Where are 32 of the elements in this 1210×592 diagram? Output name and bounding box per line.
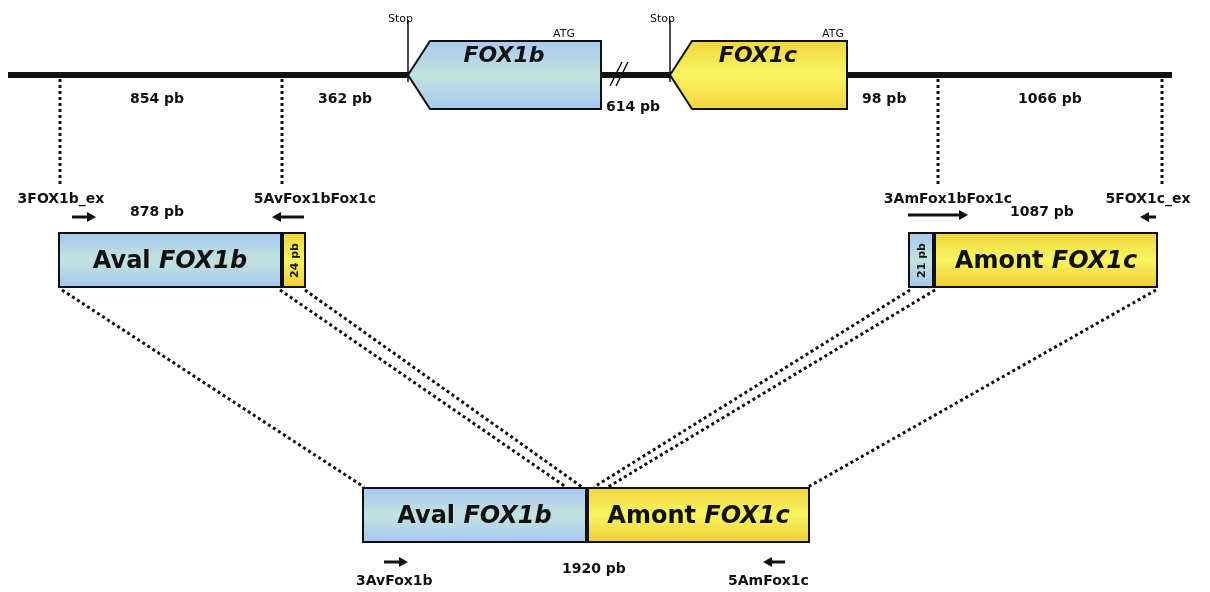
leader-line xyxy=(1160,78,1164,184)
spacer-segment: 21 pb xyxy=(908,232,934,288)
length-label: 854 pb xyxy=(130,90,185,106)
primer-name: 5AvFox1bFox1c xyxy=(240,188,390,208)
length-label: 614 pb xyxy=(606,98,661,114)
codon-label: ATG xyxy=(822,27,844,40)
stop-label: Stop xyxy=(650,12,675,25)
length-label: 362 pb xyxy=(318,90,373,106)
length-label: 1087 pb xyxy=(1010,203,1074,219)
spacer-segment: 24 pb xyxy=(282,232,306,288)
fragment-box: Aval FOX1b xyxy=(362,487,587,543)
primer-name: 3AvFox1b xyxy=(356,572,433,588)
leader-line xyxy=(936,78,940,184)
gene-arrow xyxy=(668,40,848,110)
connector-line xyxy=(807,288,1157,489)
gene-name: FOX1b xyxy=(462,42,546,68)
primer-name: 3FOX1b_ex xyxy=(6,188,116,208)
leader-line xyxy=(58,78,62,184)
fragment-box: Aval FOX1b xyxy=(58,232,282,288)
length-label: 1920 pb xyxy=(562,560,626,576)
gene-name: FOX1c xyxy=(717,42,799,68)
primer-name: 5AmFox1c xyxy=(728,572,809,588)
stop-label: Stop xyxy=(388,12,413,25)
length-label: 1066 pb xyxy=(1018,90,1082,106)
length-label: 878 pb xyxy=(130,203,185,219)
leader-line xyxy=(280,78,284,184)
length-label: 98 pb xyxy=(862,90,907,106)
gene-arrow xyxy=(406,40,602,110)
codon-label: ATG xyxy=(553,27,575,40)
fragment-box: Amont FOX1c xyxy=(934,232,1158,288)
primer-name: 5FOX1c_ex xyxy=(1092,188,1204,208)
fragment-box: Amont FOX1c xyxy=(587,487,810,543)
